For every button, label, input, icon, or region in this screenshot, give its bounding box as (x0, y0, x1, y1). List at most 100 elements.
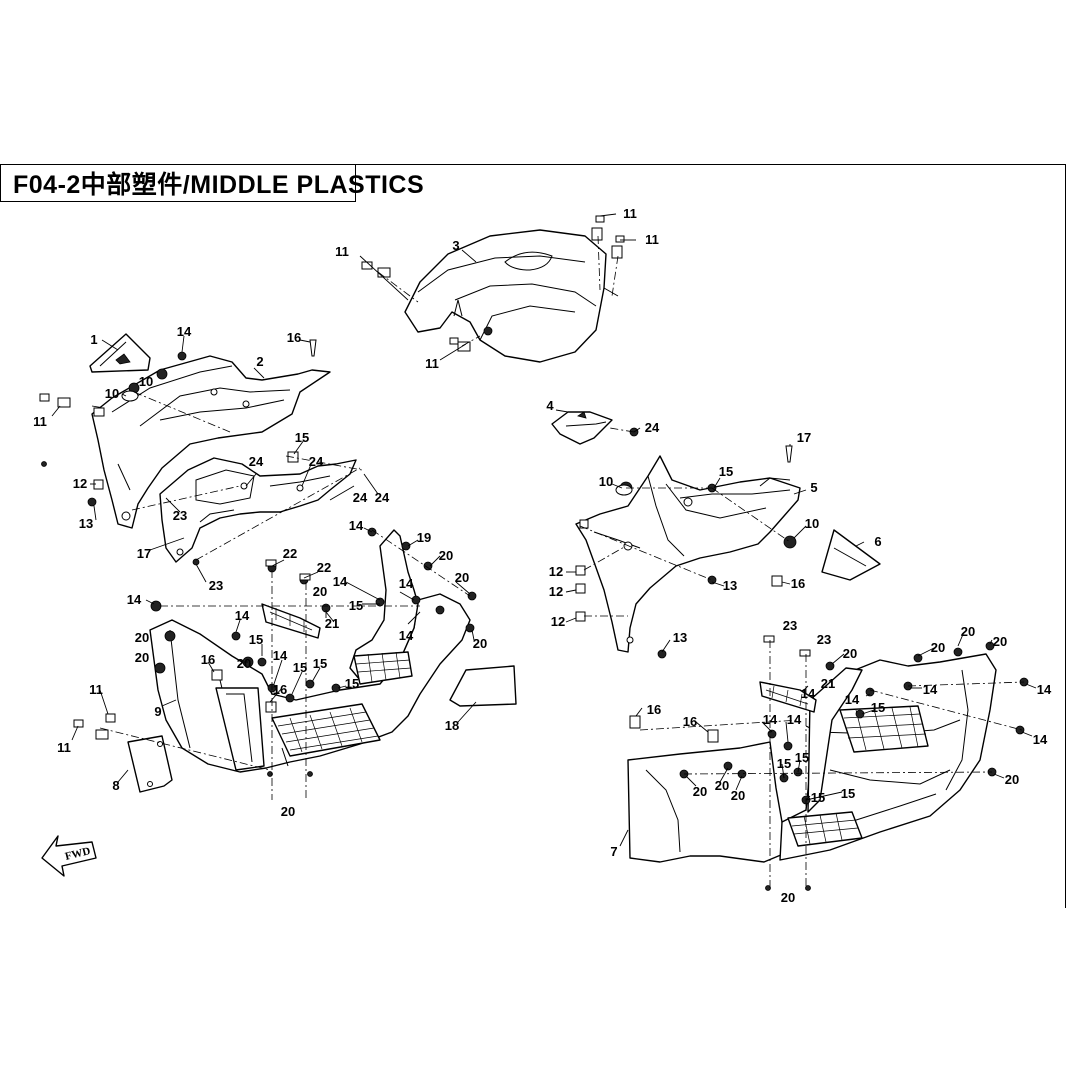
callout: 11 (645, 232, 659, 247)
part-4-right-small-cover (551, 411, 613, 445)
callout: 21 (325, 616, 339, 631)
assembly-lines (91, 235, 1025, 890)
callout: 15 (293, 660, 307, 675)
callout: 20 (439, 548, 453, 563)
callouts: 1 2 3 4 5 6 7 8 9 10 10 10 10 11 11 11 1… (33, 206, 1052, 905)
title-box: F04-2中部塑件/MIDDLE PLASTICS (0, 164, 424, 202)
callout: 7 (610, 844, 617, 859)
callout: 15 (295, 430, 309, 445)
callout: 14 (127, 592, 142, 607)
callout: 5 (810, 480, 817, 495)
callout: 20 (473, 636, 487, 651)
leader-lines (51, 213, 1037, 847)
callout: 15 (719, 464, 733, 479)
callout: 1 (90, 332, 97, 347)
callout: 19 (417, 530, 431, 545)
part-6-right-cover (821, 529, 881, 581)
left-footwell-assembly (149, 529, 471, 773)
callout: 14 (235, 608, 250, 623)
callout: 16 (273, 682, 287, 697)
callout: 24 (249, 454, 264, 469)
callout: 14 (787, 712, 802, 727)
callout: 4 (546, 398, 554, 413)
callout: 20 (313, 584, 327, 599)
right-footwell-assembly (627, 653, 997, 863)
callout: 6 (874, 534, 881, 549)
callout: 24 (645, 420, 660, 435)
part-5-right-side-panel (575, 455, 801, 653)
part-19-flat-plate (449, 665, 517, 707)
callout: 20 (135, 650, 149, 665)
callout: 23 (817, 632, 831, 647)
callout: 2 (256, 354, 263, 369)
callout: 15 (313, 656, 327, 671)
callout: 20 (843, 646, 857, 661)
callout: 20 (781, 890, 795, 905)
callout: 14 (845, 692, 860, 707)
callout: 21 (821, 676, 835, 691)
callout: 14 (1037, 682, 1052, 697)
part-1-left-cover (89, 333, 151, 373)
callout: 8 (112, 778, 119, 793)
callout: 10 (105, 386, 119, 401)
callout: 20 (455, 570, 469, 585)
callout: 24 (309, 454, 324, 469)
callout: 11 (623, 206, 637, 221)
callout: 15 (841, 786, 855, 801)
callout: 10 (139, 374, 153, 389)
drawing-frame (0, 164, 1066, 908)
callout: 20 (993, 634, 1007, 649)
callout: 11 (89, 682, 103, 697)
callout: 13 (79, 516, 93, 531)
callout: 20 (281, 804, 295, 819)
callout: 16 (791, 576, 805, 591)
callout: 14 (923, 682, 938, 697)
callout: 13 (723, 578, 737, 593)
page-title: F04-2中部塑件/MIDDLE PLASTICS (13, 171, 425, 199)
callout: 14 (177, 324, 192, 339)
callout: 20 (693, 784, 707, 799)
callout: 14 (273, 648, 288, 663)
callout: 14 (399, 576, 414, 591)
callout: 17 (797, 430, 811, 445)
part-18-left-inner-panel (159, 457, 357, 563)
callout: 10 (599, 474, 613, 489)
callout: 24 (353, 490, 368, 505)
callout: 17 (137, 546, 151, 561)
callout: 15 (345, 676, 359, 691)
callout: 15 (795, 750, 809, 765)
callout: 9 (154, 704, 161, 719)
part-3-tank-cover (404, 229, 619, 363)
callout: 13 (673, 630, 687, 645)
callout: 18 (445, 718, 459, 733)
callout: 16 (287, 330, 301, 345)
fwd-arrow-icon: FWD (41, 835, 97, 877)
callout: 12 (549, 564, 563, 579)
callout: 15 (811, 790, 825, 805)
callout: 16 (201, 652, 215, 667)
callout: 10 (805, 516, 819, 531)
callout: 16 (647, 702, 661, 717)
callout: 14 (399, 628, 414, 643)
callout: 11 (425, 356, 439, 371)
callout: 14 (801, 686, 816, 701)
callout: 11 (57, 740, 71, 755)
callout: 12 (549, 584, 563, 599)
callout: 14 (1033, 732, 1048, 747)
callout: 14 (333, 574, 348, 589)
callout: 23 (173, 508, 187, 523)
callout: 15 (777, 756, 791, 771)
callout: 20 (931, 640, 945, 655)
callout: 22 (283, 546, 297, 561)
callout: 22 (317, 560, 331, 575)
callout: 16 (683, 714, 697, 729)
callout: 20 (1005, 772, 1019, 787)
callout: 20 (961, 624, 975, 639)
callout: 23 (783, 618, 797, 633)
callout: 14 (349, 518, 364, 533)
callout: 11 (33, 414, 47, 429)
callout: 23 (209, 578, 223, 593)
callout: 20 (715, 778, 729, 793)
callout: 15 (871, 700, 885, 715)
